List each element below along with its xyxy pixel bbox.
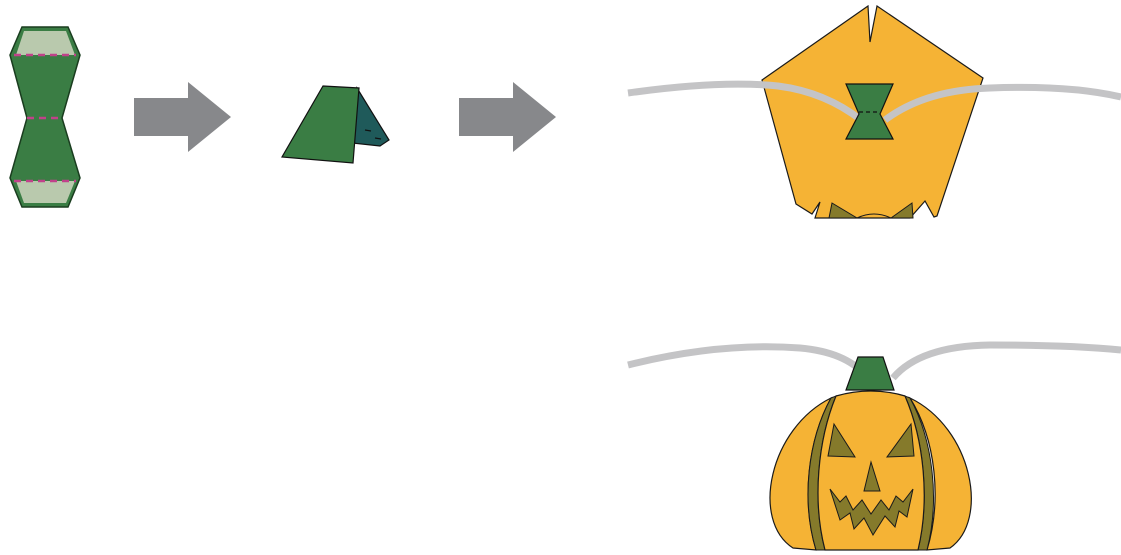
pumpkin-mouth — [829, 488, 914, 536]
pumpkin-stem — [845, 356, 895, 391]
pumpkin-nose — [863, 460, 881, 492]
folded-stem-dash-2 — [374, 137, 382, 140]
stem-template-bottom-tab — [16, 181, 75, 203]
face-hint-mouth — [856, 213, 892, 219]
face-hint-right-eye — [889, 202, 914, 219]
face-hint-left-eye — [828, 202, 859, 219]
folded-stem — [281, 85, 390, 164]
wire-left-2 — [627, 343, 868, 378]
wire-right-2 — [890, 341, 1121, 381]
folded-stem-front — [281, 85, 360, 164]
stem-template-top-tab — [16, 31, 75, 55]
pumpkin-left-eye — [827, 422, 856, 458]
pumpkin-right-eye — [885, 422, 915, 458]
stem-template — [9, 26, 81, 208]
folded-stem-dash-1 — [364, 129, 372, 132]
pumpkin-right-lobe — [908, 396, 972, 551]
finished-pumpkin — [627, 341, 1121, 551]
wire-left — [627, 80, 864, 123]
stem-attached-to-pentagon — [627, 4, 1121, 219]
arrow-right-2 — [459, 82, 556, 152]
arrow-right-1 — [134, 82, 231, 152]
wire-right — [882, 83, 1121, 123]
